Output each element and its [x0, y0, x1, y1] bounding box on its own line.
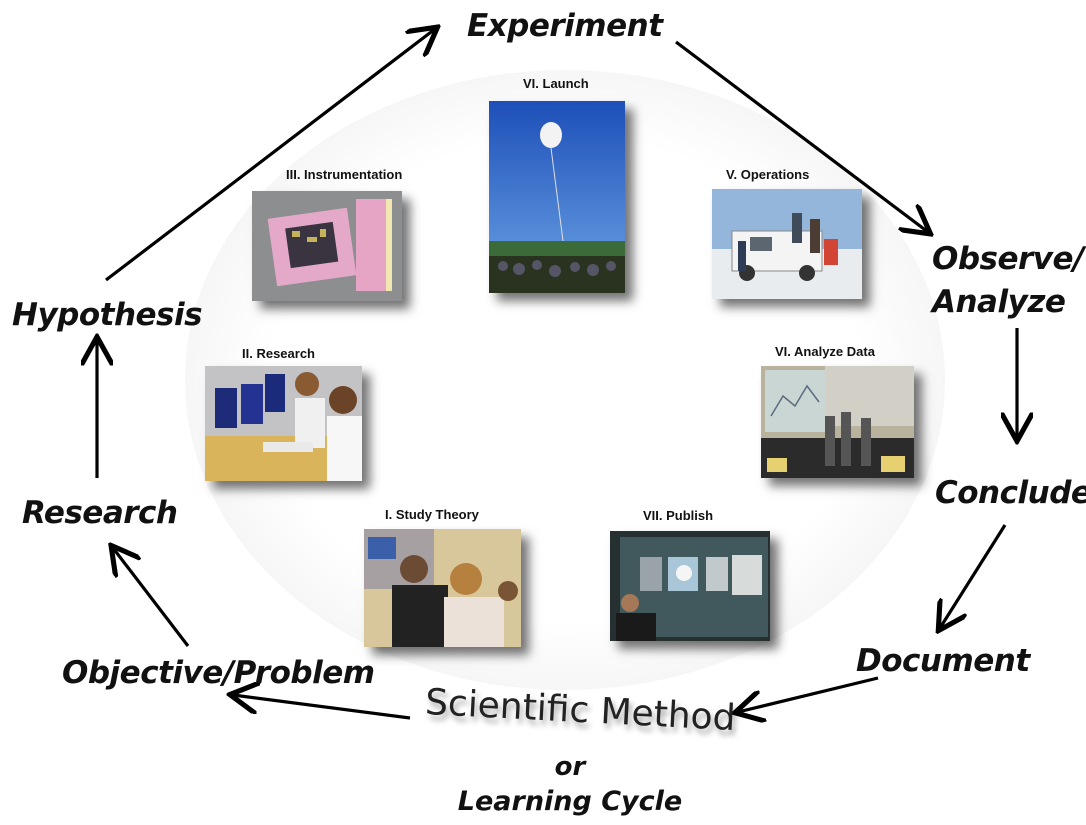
title-learning-cycle: Learning Cycle: [457, 786, 683, 817]
photo-caption-operations: V. Operations: [726, 167, 810, 182]
step-research: Research: [22, 495, 178, 531]
step-hypothesis: Hypothesis: [12, 297, 203, 333]
arrow-conclude-to-document: [940, 524, 1007, 628]
step-experiment: Experiment: [467, 8, 663, 44]
photo-caption-study-theory: I. Study Theory: [385, 507, 479, 522]
photo-caption-analyze-data: VI. Analyze Data: [775, 344, 875, 359]
arrow-title-to-objective: [233, 695, 411, 720]
step-conclude: Conclude: [935, 475, 1086, 511]
photo-operations: [712, 189, 862, 299]
photo-caption-launch: VI. Launch: [523, 76, 589, 91]
arrow-objective-to-research: [113, 548, 190, 647]
photo-publish: [610, 531, 770, 641]
step-analyze: Analyze: [932, 284, 1066, 320]
photo-caption-research: II. Research: [242, 346, 315, 361]
photo-study-theory: [364, 529, 521, 647]
photo-caption-publish: VII. Publish: [643, 508, 714, 523]
step-observe: Observe/: [932, 241, 1084, 277]
photo-launch: [489, 101, 625, 293]
arrow-document-to-title: [738, 676, 879, 712]
step-objective-problem: Objective/Problem: [62, 655, 375, 691]
photo-research: [205, 366, 362, 481]
title-or: or: [554, 752, 586, 782]
step-document: Document: [856, 643, 1030, 679]
arrow-hypothesis-to-experiment: [105, 29, 435, 282]
arrow-experiment-to-observe: [675, 40, 928, 232]
photo-instrumentation: [252, 191, 402, 301]
photo-analyze-data: [761, 366, 914, 478]
photo-caption-instrumentation: III. Instrumentation: [286, 167, 403, 182]
